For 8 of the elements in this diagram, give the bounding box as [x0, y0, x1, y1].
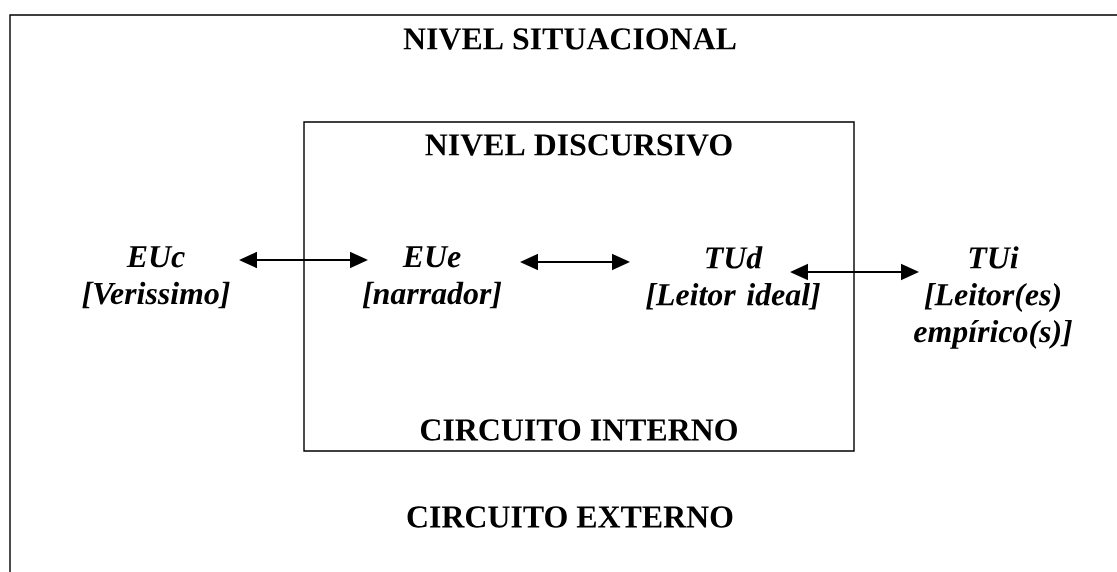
term-label: TUi [Leitor(es) empírico(s)]	[914, 246, 1072, 349]
term-label: TUd [Leitor ideal]	[646, 246, 820, 310]
term-label: EUc [Verissimo]	[82, 246, 230, 309]
heading: CIRCUITO INTERNO	[421, 419, 737, 441]
heading: NIVEL DISCURSIVO	[425, 134, 732, 156]
heading: CIRCUITO EXTERNO	[407, 506, 733, 528]
heading: NIVEL SITUACIONAL	[403, 28, 736, 50]
term-label: EUe [narrador]	[362, 246, 502, 309]
